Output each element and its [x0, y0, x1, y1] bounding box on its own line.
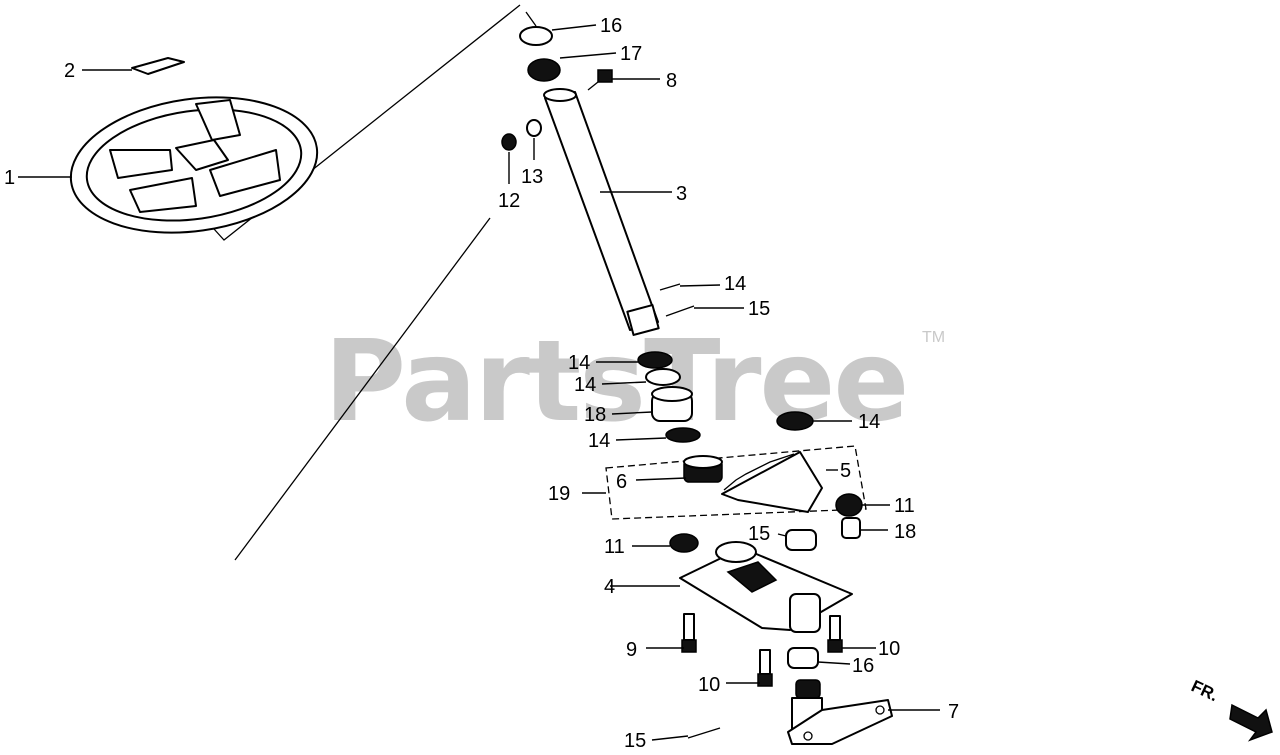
callout-17: 16	[600, 15, 622, 37]
washer-14a[interactable]	[637, 351, 673, 369]
wheel-cap[interactable]	[131, 57, 185, 75]
callout-19: 18	[894, 521, 916, 543]
nut-11a[interactable]	[669, 533, 699, 553]
bolt-10a[interactable]	[757, 649, 773, 687]
washer-14c[interactable]	[665, 427, 701, 443]
collar-16b[interactable]	[787, 647, 819, 669]
steering-column[interactable]	[543, 88, 660, 336]
callout-1: 1	[4, 167, 15, 189]
callout-18b: 18	[584, 404, 606, 426]
callout-16a: 15	[748, 523, 770, 545]
pitman-arm[interactable]	[787, 679, 893, 745]
mounting-plate[interactable]	[679, 541, 853, 633]
callout-11a: 11	[604, 536, 625, 558]
callout-10a: 10	[698, 674, 720, 696]
nut-11b[interactable]	[835, 493, 863, 517]
callout-14a: 14	[568, 352, 590, 374]
column-top-guide	[525, 11, 537, 27]
column-to-plate-guide	[234, 217, 491, 561]
callout-2: 2	[64, 60, 75, 82]
steering-wheel[interactable]	[62, 82, 326, 247]
wheel-to-column-guide	[213, 4, 521, 241]
spacer-19[interactable]	[841, 517, 861, 539]
bolt-9[interactable]	[681, 613, 697, 653]
watermark-trademark: TM	[922, 329, 945, 346]
callout-7: 7	[948, 701, 959, 723]
washer-14d[interactable]	[776, 411, 814, 431]
callout-12: 12	[498, 190, 520, 212]
callout-18a: 17	[620, 43, 642, 65]
callout-14b: 14	[574, 374, 596, 396]
callout-labels: 1 2 3 4 5 6 7 8 9 10 10 11 11 12 13 14 1…	[4, 15, 959, 752]
bolt-8[interactable]	[587, 69, 613, 91]
washer-13[interactable]	[526, 119, 542, 137]
callout-5: 5	[840, 460, 851, 482]
gear-set-outline	[605, 445, 867, 520]
pin-15b[interactable]	[665, 305, 695, 317]
front-direction-indicator: FR.	[1188, 676, 1273, 742]
callout-11b: 11	[894, 495, 915, 517]
pin-15a[interactable]	[659, 283, 681, 291]
callout-16b: 16	[852, 655, 874, 677]
callout-6: 6	[616, 471, 627, 493]
callout-15a: 14	[724, 273, 746, 295]
callout-15c: 15	[624, 730, 646, 752]
sector-gear-teeth	[723, 453, 795, 491]
washer-14b[interactable]	[645, 368, 681, 386]
pinion-gear[interactable]	[683, 455, 723, 483]
callout-14c: 14	[588, 430, 610, 452]
collar-16a[interactable]	[785, 529, 817, 551]
callout-4: 4	[604, 576, 615, 598]
callout-9: 9	[626, 639, 637, 661]
nut-12[interactable]	[501, 133, 517, 151]
direction-arrow-icon	[1229, 703, 1273, 742]
bushing-18[interactable]	[651, 386, 693, 422]
callout-14d: 14	[858, 411, 880, 433]
top-bearing[interactable]	[527, 58, 561, 82]
pin-15c[interactable]	[687, 727, 721, 739]
callout-20: 19	[548, 483, 570, 505]
leader-lines	[18, 24, 940, 741]
watermark: PartsTree	[324, 317, 907, 447]
callout-15b: 15	[748, 298, 770, 320]
direction-label: FR.	[1188, 676, 1221, 705]
callout-13: 13	[521, 166, 543, 188]
sector-gear[interactable]	[721, 451, 823, 513]
top-bushing[interactable]	[519, 26, 553, 46]
callout-10b: 10	[878, 638, 900, 660]
bolt-10b[interactable]	[827, 615, 843, 653]
callout-3: 3	[676, 183, 687, 205]
callout-8: 8	[666, 70, 677, 92]
